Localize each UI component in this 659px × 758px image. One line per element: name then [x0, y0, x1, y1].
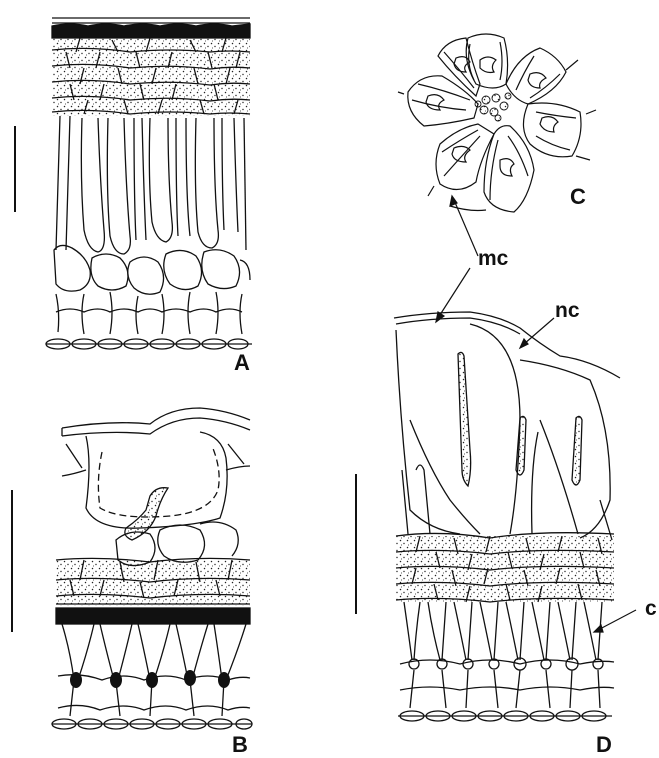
panel-d-diagram: [394, 312, 620, 721]
panel-label-b: B: [232, 734, 248, 756]
panel-b-diagram: [56, 408, 250, 716]
panel-b-dark-nodes: [70, 670, 230, 688]
panel-label-a: A: [234, 352, 250, 374]
panel-label-d: D: [596, 734, 612, 756]
panel-c-diagram: [398, 34, 596, 212]
panel-b-basal-row: [52, 719, 252, 729]
panel-a-diagram: [46, 18, 252, 349]
annotation-nc: nc: [555, 300, 580, 321]
panel-c-center-cluster: [475, 93, 511, 121]
annotation-mc: mc: [478, 248, 508, 269]
panel-label-c: C: [570, 186, 586, 208]
annotation-c: c: [645, 598, 657, 619]
